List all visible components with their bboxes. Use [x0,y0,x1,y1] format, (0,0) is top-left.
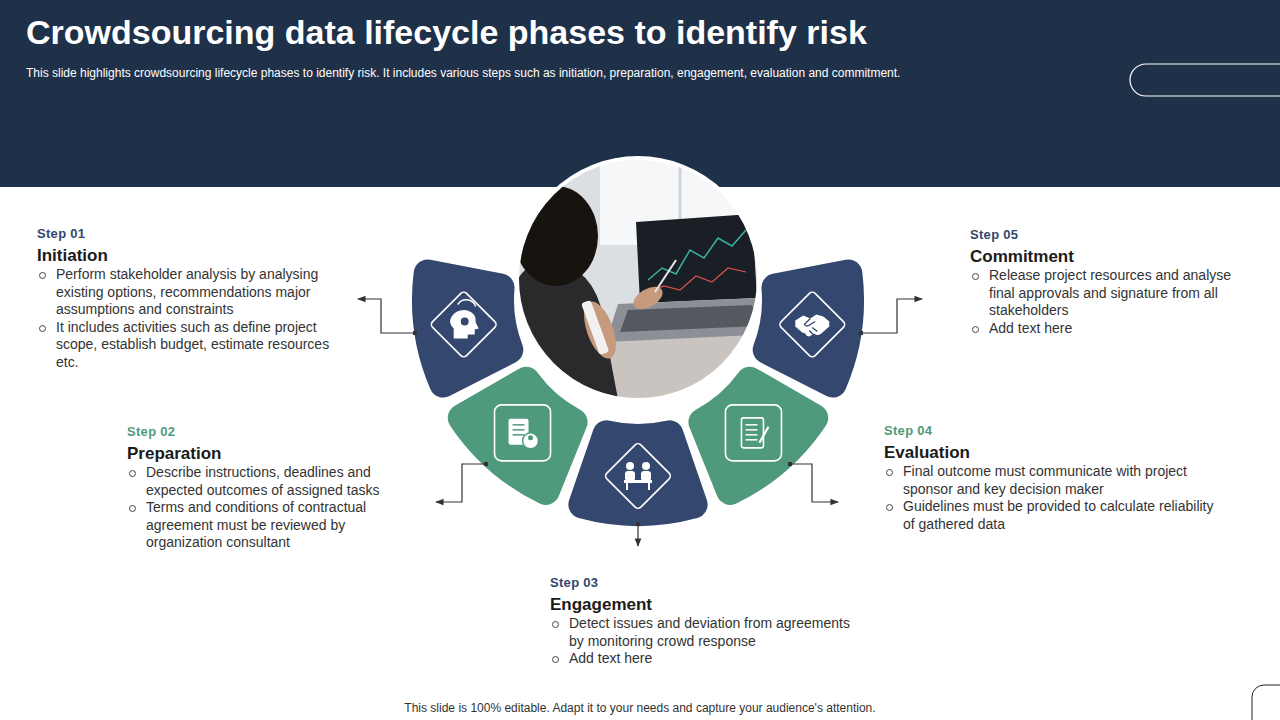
person-glyph [626,462,634,470]
corner-outline [1252,685,1280,720]
bullet-text: It includes activities such as define pr… [37,319,347,372]
gear-glyph [461,317,469,325]
head-glyph [450,310,479,338]
icon-frame [430,291,498,359]
bullet-text: Terms and conditions of contractual agre… [127,499,407,552]
pen [655,260,676,292]
bullet-text: Final outcome must communicate with proj… [884,463,1214,498]
screen-chart [648,230,746,280]
bullet-text: Add text here [550,650,860,668]
slide-title: Crowdsourcing data lifecycle phases to i… [26,12,867,52]
step-number: Step 05 [970,227,1260,243]
leader-line [790,464,838,502]
leader-dot [859,331,863,335]
clipboard-line [513,424,525,426]
icon-frame [778,291,846,359]
document-line [745,429,757,431]
people-glyph [528,435,533,440]
leader-line [358,299,415,333]
petal-icon [778,291,846,359]
step-heading: Preparation [127,444,407,464]
document-line [745,434,757,436]
people-glyph [523,433,539,449]
document-line [745,424,757,426]
petal-group [412,259,864,526]
step-heading: Initiation [37,246,347,266]
petal-shape [448,367,588,505]
petal-shape [688,367,828,505]
step-number: Step 03 [550,575,860,591]
document-glyph [741,418,763,448]
clipboard-line [513,429,525,431]
slide-subtitle: This slide highlights crowdsourcing life… [26,66,900,81]
leader-dot [413,331,417,335]
person-hand [578,297,623,362]
petal-icon [604,442,672,510]
bullet-text: Perform stakeholder analysis by analysin… [37,266,347,319]
leader-lines [358,299,922,546]
step-number: Step 01 [37,226,347,242]
photo-border [517,158,759,400]
bullet-text: Add text here [970,320,1260,338]
arrow-glyph [458,300,476,307]
petal [753,259,864,397]
step-block: Step 01 InitiationPerform stakeholder ana… [37,226,347,371]
pill-outline [1130,64,1280,96]
step-number: Step 04 [884,423,1214,439]
person-glyph [625,471,635,481]
handshake-line [804,318,817,334]
bullet-text: Release project resources and analyse fi… [970,267,1260,320]
step-heading: Engagement [550,595,860,615]
step-block: Step 02 PreparationDescribe instructions,… [127,424,407,552]
step-heading: Commitment [970,247,1260,267]
petal-icon [430,291,498,359]
bullet-text: Detect issues and deviation from agreeme… [550,615,860,650]
phone [581,300,609,355]
petal-shape [753,259,864,397]
handshake-glyph [795,314,829,336]
clipboard-line [513,434,525,436]
step-block: Step 03 EngagementDetect issues and devia… [550,575,860,668]
leader-dot [484,462,488,466]
bullet-text: Guidelines must be provided to calculate… [884,498,1214,533]
table-glyph [624,480,652,483]
leader-dot [636,522,640,526]
person-glyph [641,471,651,481]
icon-frame [604,442,672,510]
leader-line [637,525,638,546]
petal-icon [495,405,551,461]
bullet-text: Describe instructions, deadlines and exp… [127,464,407,499]
person-glyph [642,462,650,470]
petal [448,367,588,505]
step-heading: Evaluation [884,443,1214,463]
person-hand [630,282,667,314]
icon-frame [725,405,781,461]
petal-icon [725,405,781,461]
leader-dot [788,462,792,466]
petal [568,420,707,526]
pen-glyph [759,427,768,443]
leader-line [861,299,922,333]
photo [510,150,772,415]
document-line [745,439,757,441]
petal-shape [568,420,707,526]
step-block: Step 05 CommitmentRelease project resourc… [970,227,1260,337]
leader-line [436,464,486,502]
petal [688,367,828,505]
slide-caption: This slide is 100% editable. Adapt it to… [0,701,1280,716]
leader-dots [413,331,863,526]
step-block: Step 04 EvaluationFinal outcome must comm… [884,423,1214,533]
table-glyph [627,483,649,490]
icon-frame [495,405,551,461]
step-number: Step 02 [127,424,407,440]
